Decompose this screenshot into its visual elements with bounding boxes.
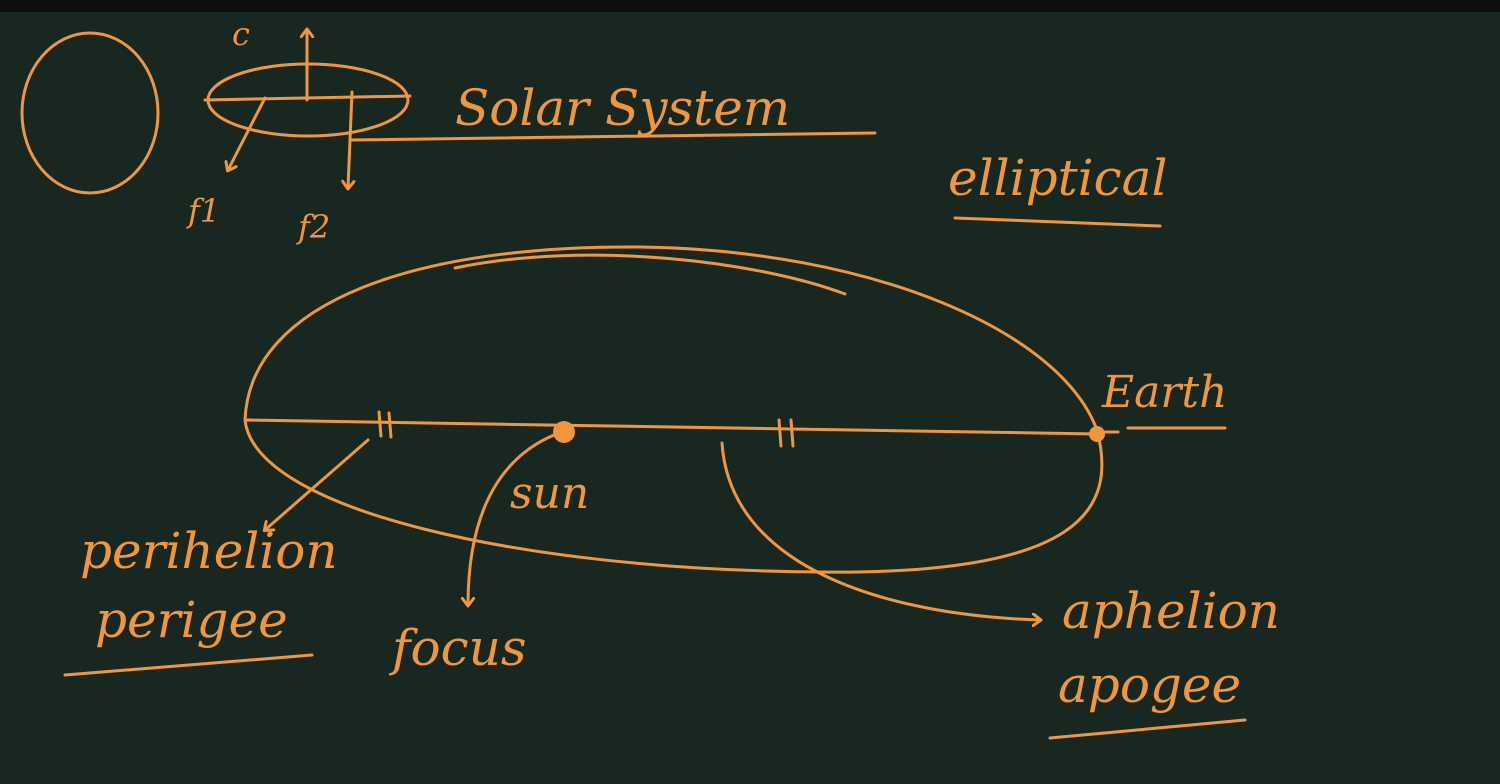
label-sun: sun [510,468,589,519]
label-f2: f2 [296,208,330,246]
equal-tick-right-2 [789,418,795,448]
equal-tick-left-2 [387,411,393,439]
small-ellipse-extension [348,131,877,142]
apogee-underline [1048,718,1247,740]
elliptical-underline [953,216,1162,228]
orbit-ellipse [243,245,1104,574]
equal-tick-right-1 [777,418,783,448]
label-elliptical: elliptical [948,149,1167,207]
perihelion-arrow [265,438,370,530]
focus-arrow [468,433,556,605]
label-f1: f1 [186,192,220,230]
f1-arrow [228,96,267,170]
label-earth: Earth [1101,367,1227,418]
label-focus: focus [388,619,526,677]
major-axis [243,418,1099,436]
top-bar [0,0,1500,12]
label-aphelion: aphelion [1062,582,1280,640]
label-c: c [232,15,250,53]
label-apogee: apogee [1058,656,1241,714]
label-perihelion: perihelion [80,522,338,580]
circle-shape [20,31,160,195]
label-solar-system: Solar System [455,79,790,137]
earth-dot [1089,426,1105,442]
equal-tick-left-1 [377,410,383,438]
sun-dot [553,421,575,443]
label-perigee: perigee [95,591,288,649]
orbit-overstroke [453,253,847,296]
perigee-underline [63,653,314,677]
aphelion-arrow [720,441,1040,620]
